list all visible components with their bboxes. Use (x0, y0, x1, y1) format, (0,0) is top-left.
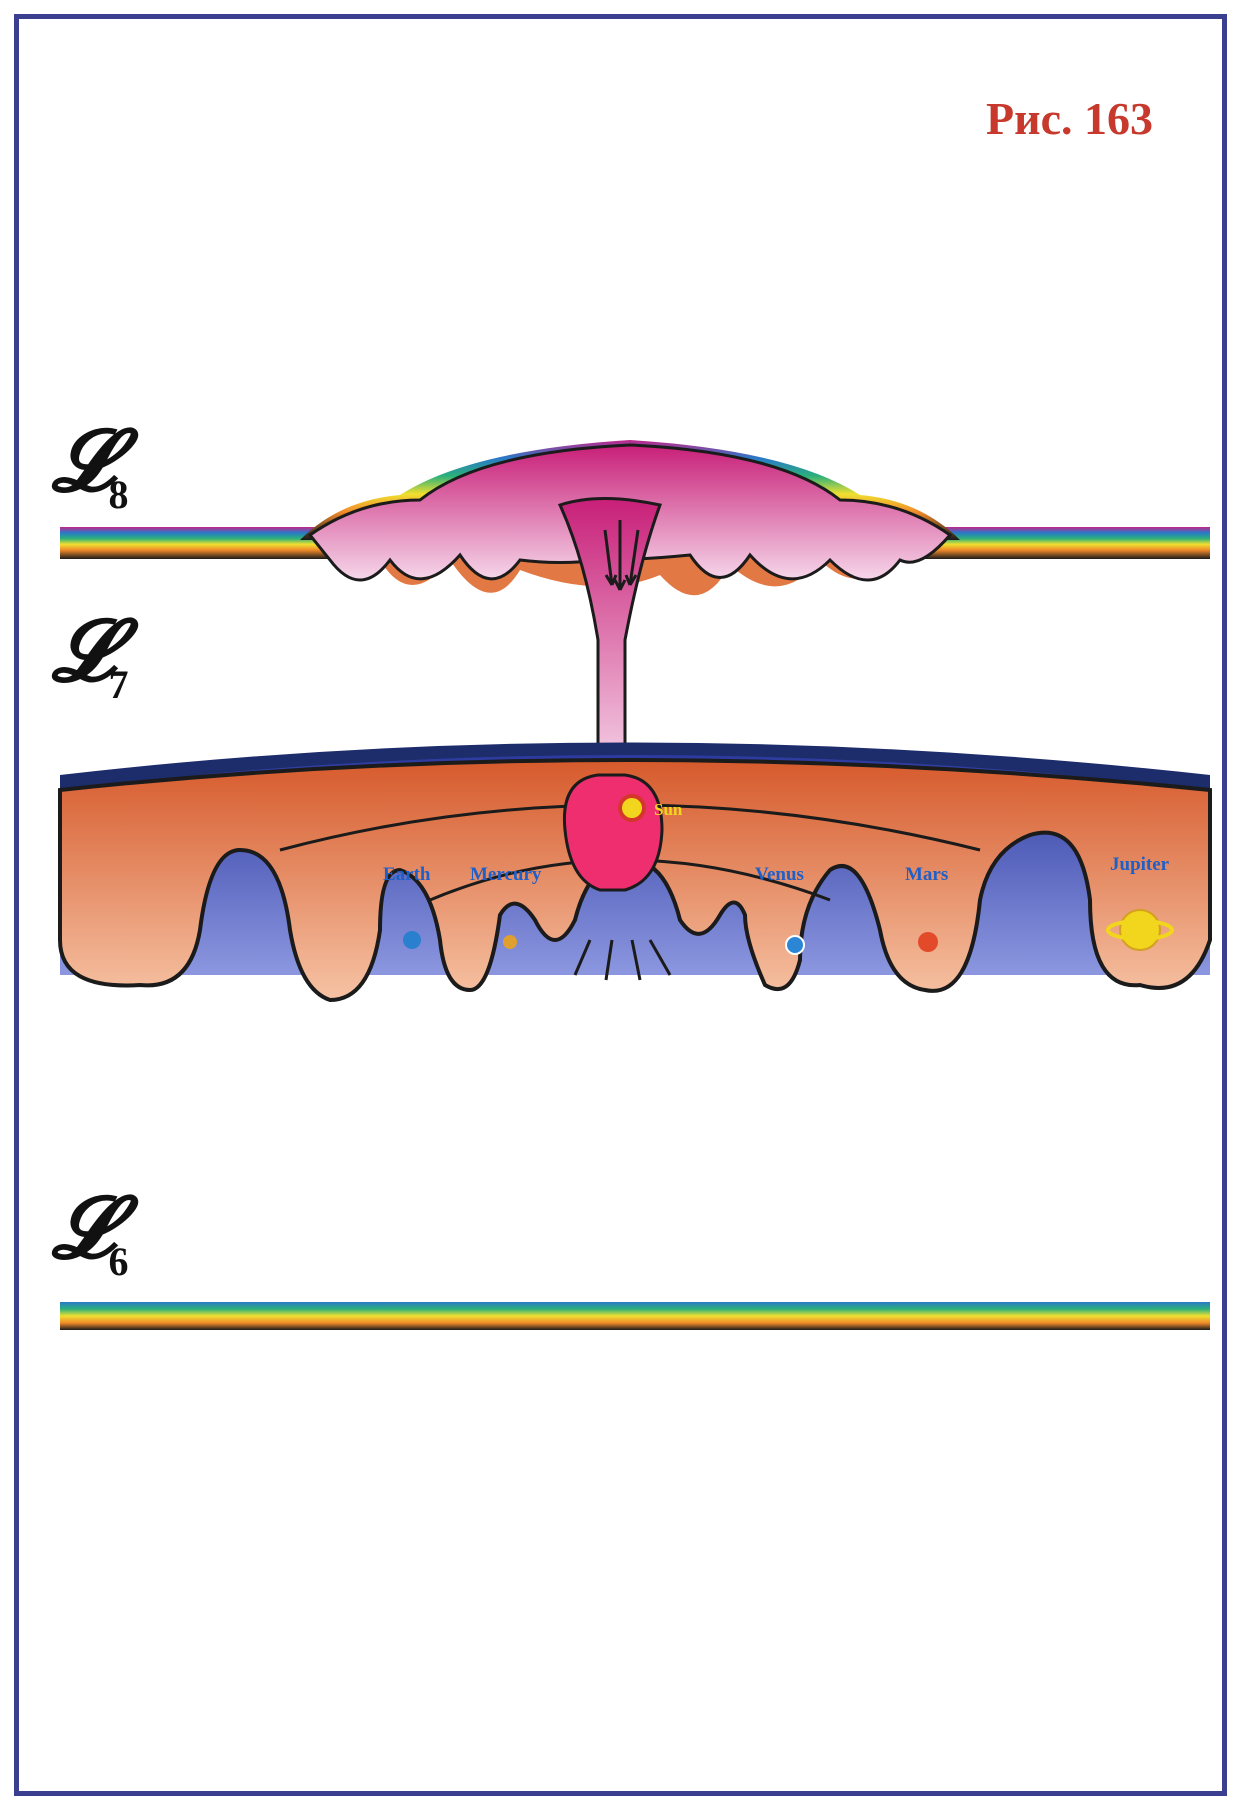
planet-label: Jupiter (1110, 854, 1170, 875)
planet-label: Venus (755, 864, 804, 885)
layer-8 (60, 440, 1210, 780)
planet-label: Mercury (470, 864, 542, 885)
layer-7 (60, 743, 1210, 1001)
planet-label: Mars (905, 864, 948, 885)
sun-label: Sun (654, 800, 683, 819)
layer-6 (60, 1302, 1210, 1330)
planet-label: Earth (383, 864, 431, 885)
